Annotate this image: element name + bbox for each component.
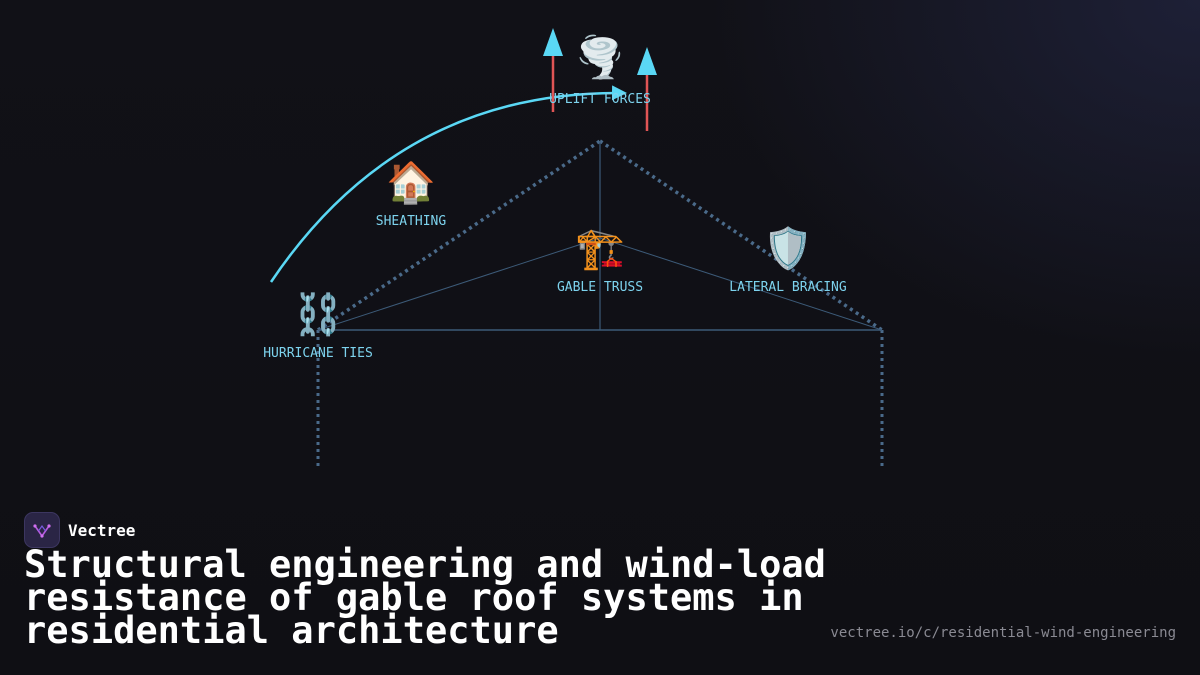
shield-icon: 🛡️ <box>763 226 813 272</box>
roof-slope-left <box>317 139 601 332</box>
source-url[interactable]: vectree.io/c/residential-wind-engineerin… <box>830 625 1176 641</box>
brand[interactable]: Vectree <box>24 512 135 548</box>
uplift-arrow-right-head <box>637 47 657 75</box>
wind-flow-curve <box>269 85 627 283</box>
brand-name: Vectree <box>68 520 136 540</box>
hurricane-ties-label: HURRICANE TIES <box>263 346 373 361</box>
roof-slope-right <box>599 139 883 332</box>
uplift-forces-label: UPLIFT FORCES <box>549 92 651 107</box>
chain-icon: ⛓️ <box>293 292 343 338</box>
truss-web-left <box>317 237 601 331</box>
gable-truss-label: GABLE TRUSS <box>556 280 644 295</box>
sheathing-label: SHEATHING <box>375 214 447 229</box>
truss-web-right <box>599 237 883 331</box>
construction-crane-icon: 🏗️ <box>575 226 625 272</box>
page-title: Structural engineering and wind-load res… <box>24 543 826 652</box>
uplift-arrow-left-head <box>543 28 563 56</box>
vectree-logo-icon <box>24 512 60 548</box>
lateral-bracing-label: LATERAL BRACING <box>729 280 847 295</box>
house-icon: 🏠 <box>386 160 436 206</box>
tornado-icon: 🌪️ <box>575 35 625 81</box>
